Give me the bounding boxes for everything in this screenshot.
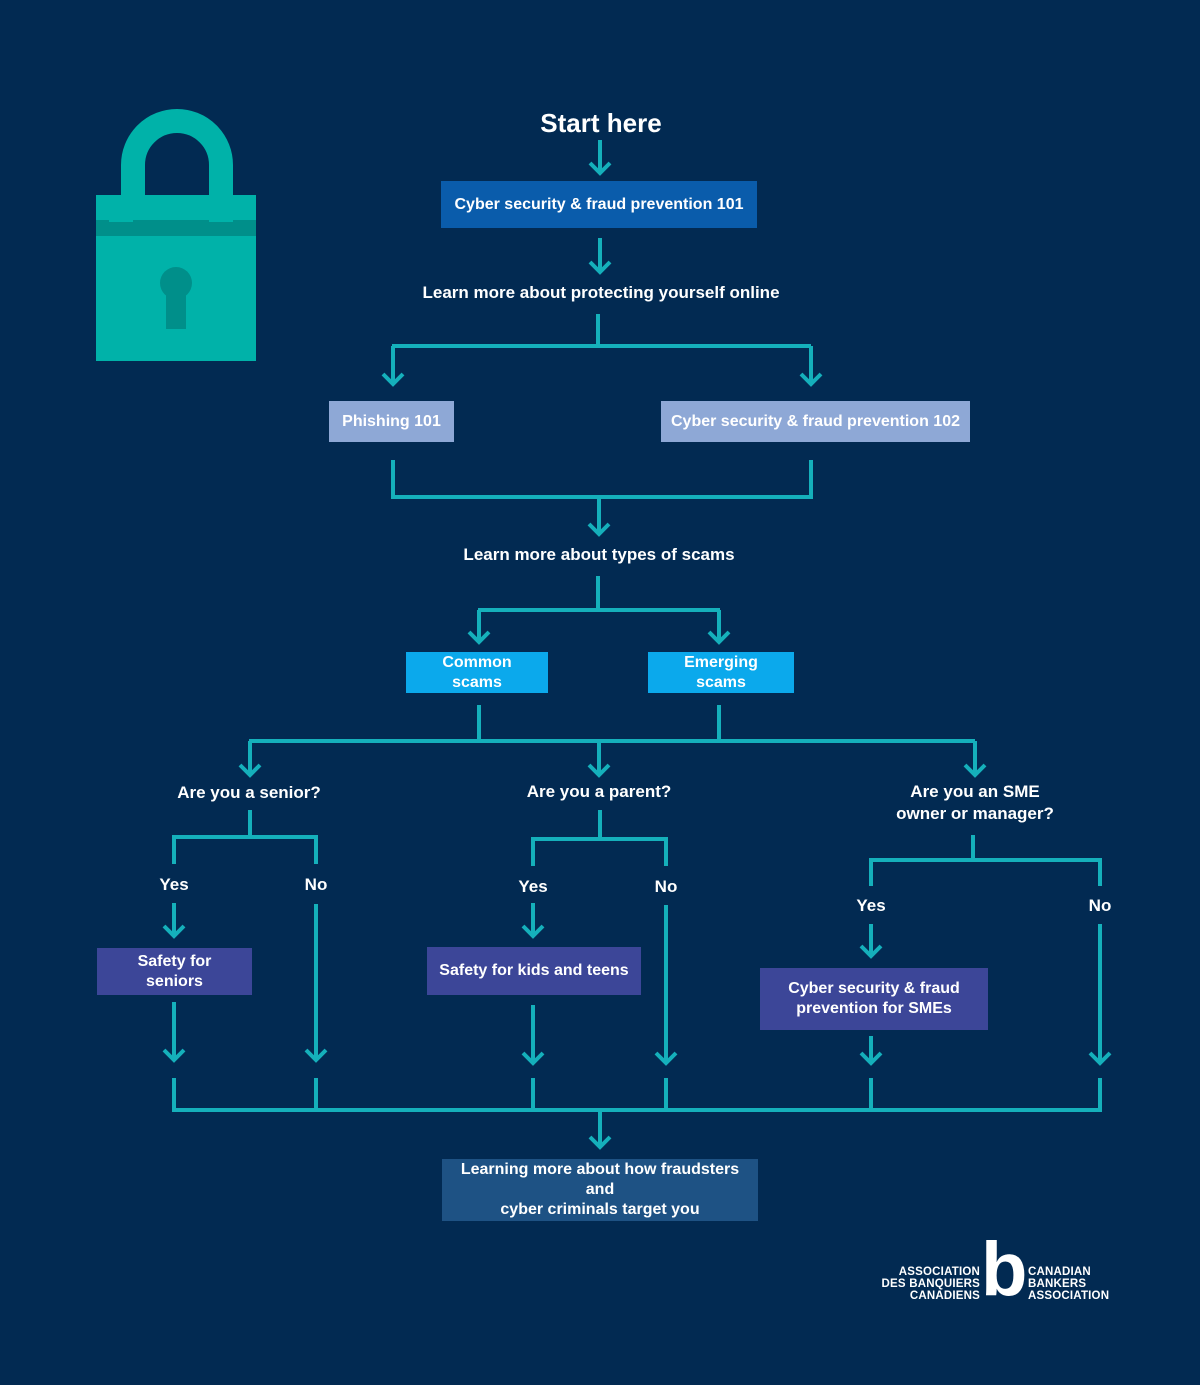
arrow-to-learn-scams-head: [587, 522, 611, 537]
connector-bottom-merge: [172, 1078, 1102, 1112]
connector-bottom-drops: [314, 1078, 873, 1110]
arrow-to-102-head: [799, 372, 823, 387]
arrow-parent-yes-head: [521, 924, 545, 939]
final-text: Learning more about how fraudsters and c…: [460, 1161, 740, 1218]
arrow-to-common-head: [467, 630, 491, 645]
arrow-senior-no-head: [304, 1048, 328, 1063]
phishing-101-text: Phishing 101: [342, 412, 441, 430]
connector-scam-drops: [477, 705, 721, 740]
padlock-icon: [96, 109, 256, 361]
connector-sme-branch: [869, 858, 1102, 886]
senior-yes-label: Yes: [159, 875, 189, 894]
prevention-101-box[interactable]: Cyber security & fraud prevention 101: [441, 181, 757, 228]
arrow-sme-yes-head: [859, 944, 883, 959]
safety-seniors-box[interactable]: Safety for seniors: [97, 948, 252, 995]
start-label: Start here: [540, 108, 662, 138]
learn-online-label: Learn more about protecting yourself onl…: [422, 283, 780, 302]
learn-scams-label: Learn more about types of scams: [463, 545, 735, 564]
arrow-kids-out-head: [521, 1051, 545, 1066]
arrow-to-final-head: [588, 1135, 612, 1150]
arrow-sme-out-head: [859, 1051, 883, 1066]
safety-kids-text: Safety for kids and teens: [439, 962, 629, 979]
final-box[interactable]: Learning more about how fraudsters and c…: [442, 1159, 758, 1221]
phishing-101-box[interactable]: Phishing 101: [329, 401, 454, 442]
sme-yes-label: Yes: [856, 896, 886, 915]
safety-kids-box[interactable]: Safety for kids and teens: [427, 947, 641, 995]
connector-merge-1: [391, 460, 813, 499]
arrow-to-parent-head: [587, 763, 611, 778]
arrow-sme-no-head: [1088, 1051, 1112, 1066]
logo-letter: b: [981, 1227, 1028, 1312]
arrow-to-learn-online-head: [588, 260, 612, 275]
senior-no-label: No: [304, 875, 328, 894]
question-sme: Are you an SME owner or manager?: [896, 782, 1054, 823]
parent-no-label: No: [654, 877, 678, 896]
arrow-to-sme-head: [963, 763, 987, 778]
prevention-102-text: Cyber security & fraud prevention 102: [671, 412, 960, 430]
parent-yes-label: Yes: [518, 877, 548, 896]
common-scams-text: Common scams: [442, 653, 512, 691]
arrow-to-emerging-head: [707, 630, 731, 645]
sme-no-label: No: [1088, 896, 1112, 915]
arrow-to-senior-head: [238, 763, 262, 778]
safety-seniors-text: Safety for seniors: [137, 952, 212, 990]
prevention-101-text: Cyber security & fraud prevention 101: [454, 195, 744, 213]
cba-logo: ASSOCIATION DES BANQUIERS CANADIENS b CA…: [880, 1232, 1120, 1310]
logo-french-text: ASSOCIATION DES BANQUIERS CANADIENS: [881, 1266, 980, 1302]
arrow-senior-yes-head: [162, 924, 186, 939]
emerging-scams-box[interactable]: Emerging scams: [648, 652, 794, 693]
question-senior: Are you a senior?: [177, 783, 321, 802]
arrow-to-phishing-head: [381, 372, 405, 387]
question-parent: Are you a parent?: [526, 782, 672, 801]
sme-prevention-text: Cyber security & fraud prevention for SM…: [788, 980, 960, 1017]
arrow-start-head: [588, 161, 612, 176]
common-scams-box[interactable]: Common scams: [406, 652, 548, 693]
arrow-seniors-out-head: [162, 1048, 186, 1063]
emerging-scams-text: Emerging scams: [684, 653, 758, 691]
arrow-parent-no-head: [654, 1051, 678, 1066]
logo-english-text: CANADIAN BANKERS ASSOCIATION: [1028, 1266, 1110, 1302]
connector-parent-branch: [531, 837, 668, 866]
connector-senior-branch: [172, 835, 318, 864]
prevention-102-box[interactable]: Cyber security & fraud prevention 102: [661, 401, 970, 442]
sme-prevention-box[interactable]: Cyber security & fraud prevention for SM…: [760, 968, 988, 1030]
